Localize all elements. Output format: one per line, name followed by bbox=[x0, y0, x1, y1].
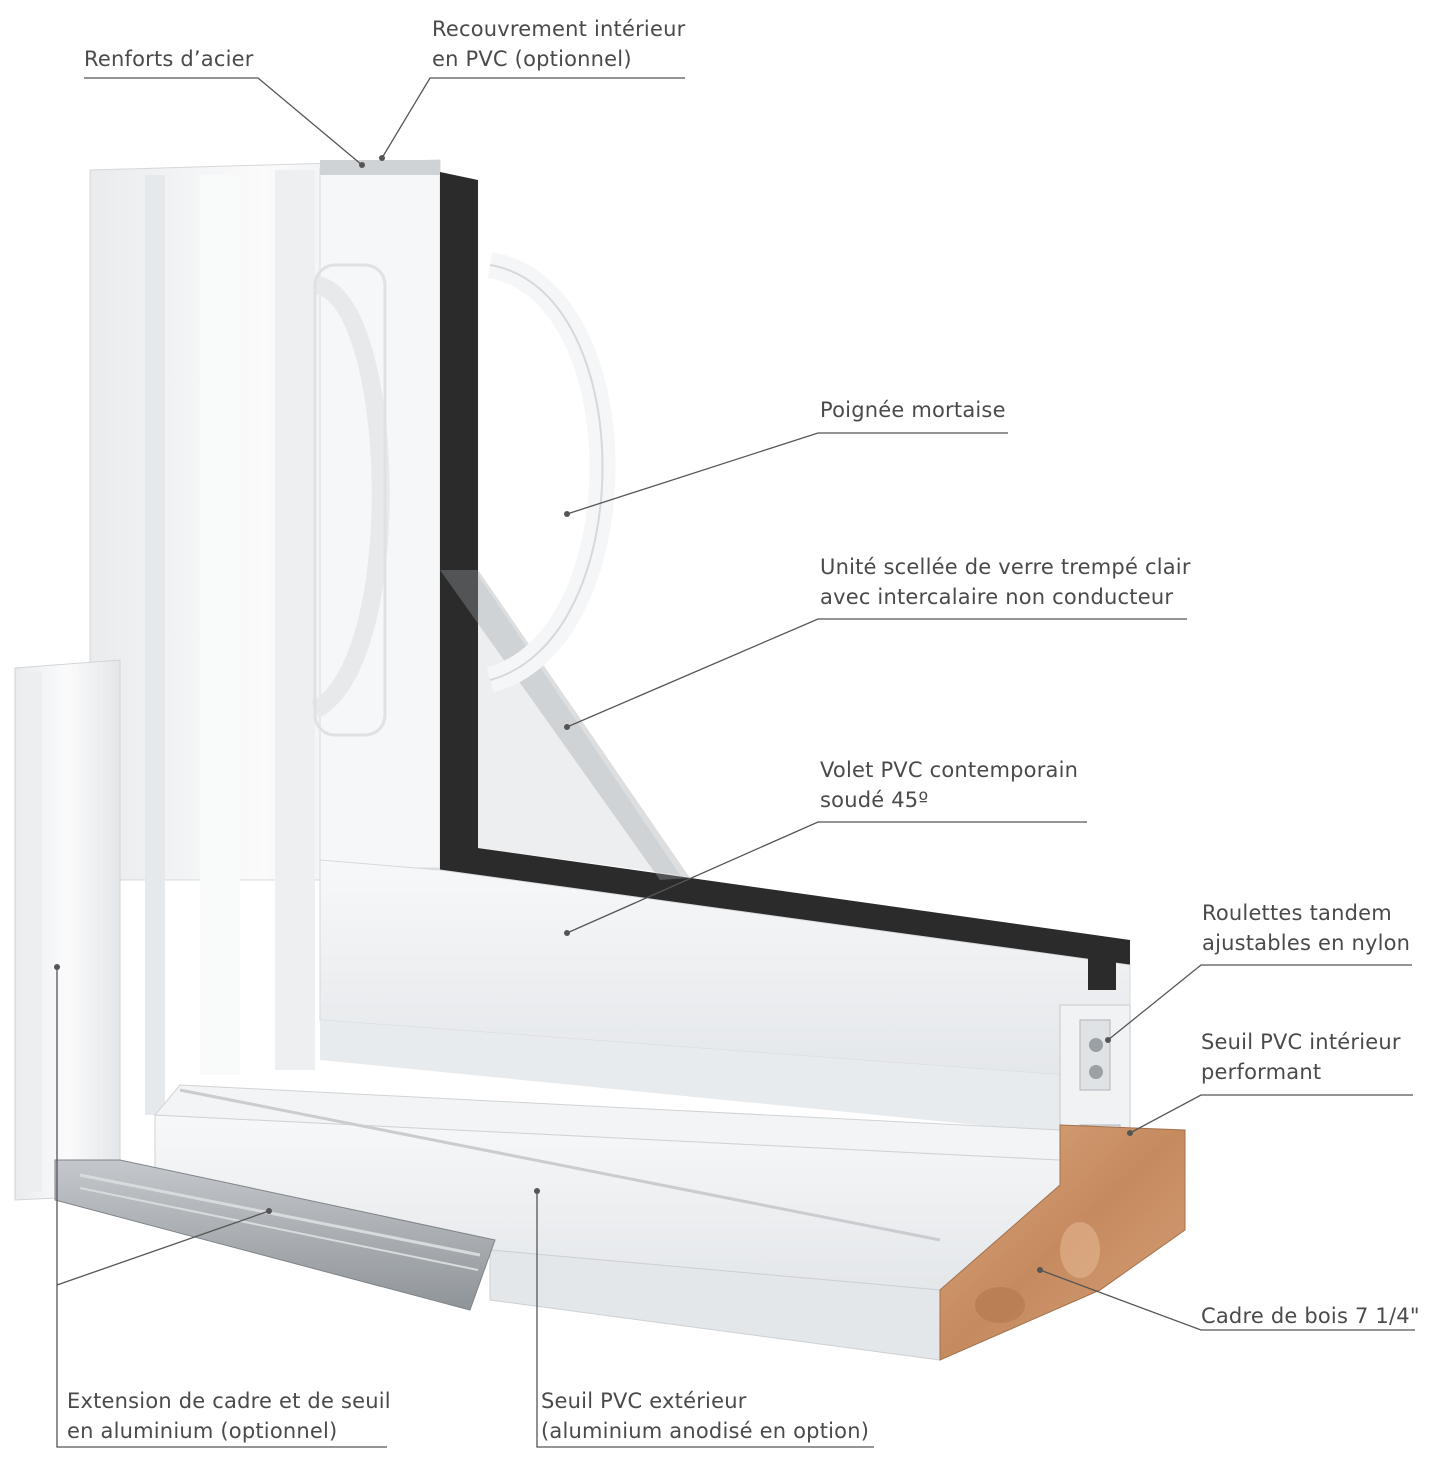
callout-text: Volet PVC contemporain bbox=[820, 758, 1079, 782]
handle bbox=[310, 252, 616, 737]
callout-text: Poignée mortaise bbox=[820, 398, 1006, 422]
callout-text: Unité scellée de verre trempé clair bbox=[820, 555, 1191, 579]
callout-text: Seuil PVC intérieur bbox=[1201, 1030, 1401, 1054]
callout-aluminium-extension: Extension de cadre et de seuil en alumin… bbox=[67, 1386, 391, 1446]
callout-text: Cadre de bois 7 1/4" bbox=[1201, 1304, 1420, 1328]
callout-wood-frame: Cadre de bois 7 1/4" bbox=[1201, 1301, 1420, 1331]
callout-sealed-unit: Unité scellée de verre trempé clair avec… bbox=[820, 552, 1191, 612]
exterior-sill bbox=[153, 1084, 1061, 1361]
callout-exterior-sill: Seuil PVC extérieur (aluminium anodisé e… bbox=[541, 1386, 869, 1446]
leader-lines bbox=[56, 77, 1415, 1448]
aluminium-extension-jamb bbox=[14, 659, 121, 1201]
callout-mortise-handle: Poignée mortaise bbox=[820, 395, 1006, 425]
callout-interior-cover: Recouvrement intérieur en PVC (optionnel… bbox=[432, 14, 685, 74]
leader-dots bbox=[54, 155, 1133, 1273]
callout-text: en PVC (optionnel) bbox=[432, 47, 632, 71]
aluminium-sill-extension bbox=[54, 1159, 496, 1311]
callout-text: soudé 45º bbox=[820, 788, 929, 812]
callout-text: (aluminium anodisé en option) bbox=[541, 1419, 870, 1443]
callout-text: en aluminium (optionnel) bbox=[67, 1419, 338, 1443]
callout-text: Renforts d’acier bbox=[84, 47, 254, 71]
callout-text: performant bbox=[1201, 1060, 1322, 1084]
callout-rollers: Roulettes tandem ajustables en nylon bbox=[1202, 898, 1410, 958]
callout-text: Extension de cadre et de seuil bbox=[67, 1389, 391, 1413]
callout-text: Roulettes tandem bbox=[1202, 901, 1392, 925]
wood-frame bbox=[939, 1124, 1186, 1361]
callout-text: Recouvrement intérieur bbox=[432, 17, 686, 41]
callout-sash: Volet PVC contemporain soudé 45º bbox=[820, 755, 1078, 815]
callout-text: Seuil PVC extérieur bbox=[541, 1389, 747, 1413]
callout-steel-reinforcement: Renforts d’acier bbox=[84, 44, 254, 74]
callout-text: ajustables en nylon bbox=[1202, 931, 1411, 955]
callout-interior-sill: Seuil PVC intérieur performant bbox=[1201, 1027, 1401, 1087]
sash-bottom-rail bbox=[319, 859, 1131, 1140]
callout-text: avec intercalaire non conducteur bbox=[820, 585, 1174, 609]
